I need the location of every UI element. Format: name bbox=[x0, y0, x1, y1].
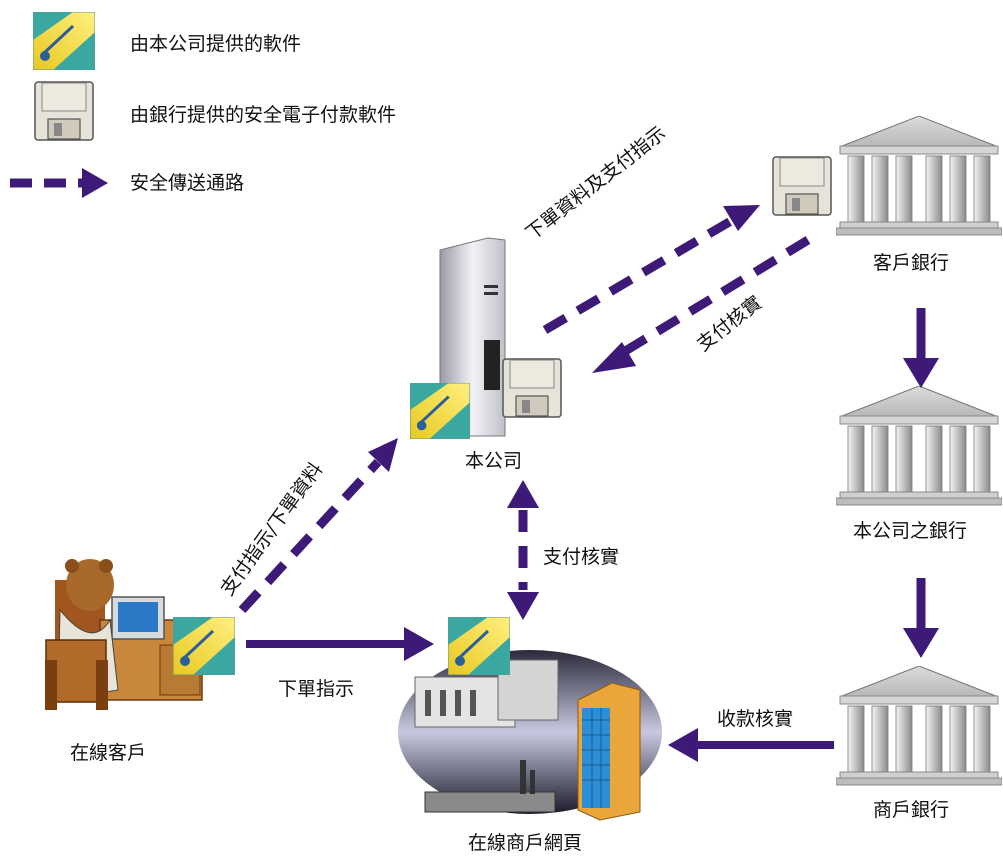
arrow-company-merchant-verify bbox=[507, 480, 539, 620]
node-online-customer-label: 在線客戶 bbox=[70, 742, 147, 764]
node-customer-bank-label: 客戶銀行 bbox=[873, 252, 950, 274]
secure-channel-legend-arrow bbox=[10, 168, 108, 198]
legend-secure-channel: 安全傳送通路 bbox=[130, 172, 245, 194]
edge-order-instruction-label: 下單指示 bbox=[278, 678, 355, 700]
arrow-company-bank-to-merchant-bank bbox=[903, 578, 939, 658]
customer-bank-disk-icon bbox=[772, 156, 832, 216]
edge-receipt-verify-label: 收款核實 bbox=[717, 708, 794, 730]
arrow-customer-to-company bbox=[238, 438, 398, 614]
company-disk-icon bbox=[502, 358, 562, 418]
customer-software-icon bbox=[173, 617, 235, 675]
node-merchant-bank-label: 商戶銀行 bbox=[873, 799, 950, 821]
node-merchant-page-label: 在線商戶網頁 bbox=[468, 832, 583, 854]
merchant-bank-icon bbox=[836, 666, 1002, 786]
legend-bank-software: 由銀行提供的安全電子付款軟件 bbox=[130, 104, 397, 126]
customer-bank-icon bbox=[836, 116, 1002, 236]
legend-company-software: 由本公司提供的軟件 bbox=[130, 33, 302, 55]
edge-pay-verify-merchant-label: 支付核實 bbox=[543, 546, 620, 568]
arrow-customer-bank-to-company-bank bbox=[903, 308, 939, 388]
arrow-merchant-bank-to-merchant bbox=[668, 728, 834, 762]
node-company-bank-label: 本公司之銀行 bbox=[853, 520, 968, 542]
node-company-label: 本公司 bbox=[465, 450, 523, 472]
arrow-company-to-customer-bank bbox=[542, 205, 760, 334]
arrow-customer-bank-to-company bbox=[592, 236, 811, 373]
merchant-software-icon bbox=[448, 617, 510, 675]
company-software-node-icon bbox=[410, 383, 470, 439]
company-software-icon bbox=[33, 12, 95, 70]
merchant-page-icon bbox=[398, 650, 662, 821]
company-bank-icon bbox=[836, 386, 1002, 506]
arrow-customer-to-merchant bbox=[246, 627, 434, 661]
bank-software-disk-icon bbox=[34, 81, 94, 141]
